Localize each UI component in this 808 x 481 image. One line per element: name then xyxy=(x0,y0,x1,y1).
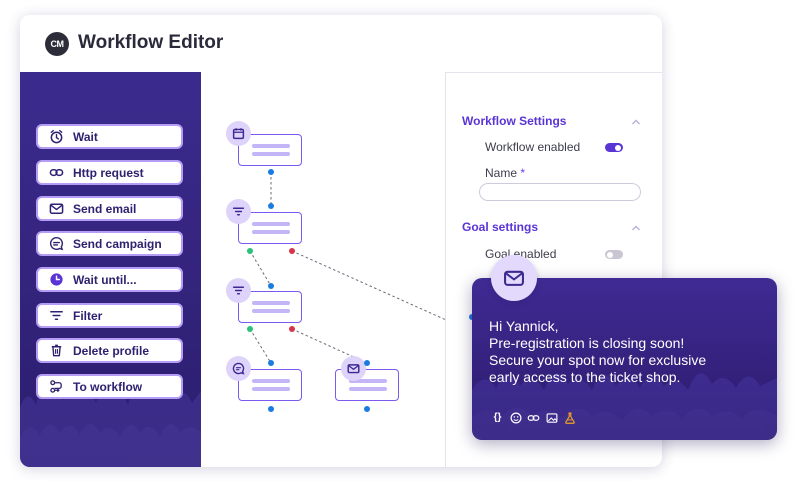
envelope-icon xyxy=(491,255,537,301)
variables-icon[interactable]: {} xyxy=(493,412,502,423)
name-label-text: Name xyxy=(485,166,518,180)
sidebar-item-delete-profile[interactable]: Delete profile xyxy=(36,338,183,363)
message-preview-card: Hi Yannick, Pre-registration is closing … xyxy=(472,278,777,440)
message-body: Hi Yannick, Pre-registration is closing … xyxy=(489,318,769,386)
required-mark: * xyxy=(520,166,526,180)
workflow-editor-window: CM Workflow Editor Wait Http request xyxy=(20,15,662,467)
test-flask-icon[interactable] xyxy=(563,411,576,424)
sidebar-item-label: Send email xyxy=(73,201,137,216)
message-line: Pre-registration is closing soon! xyxy=(489,335,685,351)
workflow-settings-title: Workflow Settings xyxy=(462,114,567,128)
link-icon[interactable] xyxy=(527,411,540,424)
name-field-label: Name * xyxy=(485,166,525,180)
chat-bubble-icon xyxy=(226,356,251,381)
sidebar-item-to-workflow[interactable]: To workflow xyxy=(36,374,183,399)
alarm-clock-icon xyxy=(48,129,64,145)
workflow-enabled-toggle[interactable] xyxy=(605,143,623,152)
sidebar-item-label: Send campaign xyxy=(73,236,162,251)
filter-icon xyxy=(48,308,64,324)
calendar-icon xyxy=(226,121,251,146)
clock-icon xyxy=(48,272,64,288)
chevron-up-icon[interactable] xyxy=(631,117,641,127)
workflow-canvas[interactable] xyxy=(201,72,446,467)
message-line: early access to the ticket shop. xyxy=(489,369,681,385)
emoji-icon[interactable] xyxy=(509,411,522,424)
crowd-background-image xyxy=(20,342,201,467)
trash-icon xyxy=(48,343,64,359)
sidebar-item-filter[interactable]: Filter xyxy=(36,303,183,328)
image-icon[interactable] xyxy=(545,411,558,424)
title-bar: CM Workflow Editor xyxy=(20,15,662,73)
message-line: Hi Yannick, xyxy=(489,318,559,334)
sidebar-item-label: Delete profile xyxy=(73,343,150,358)
message-line: Secure your spot now for exclusive xyxy=(489,352,707,368)
sidebar-item-label: To workflow xyxy=(73,379,143,394)
sidebar-item-send-campaign[interactable]: Send campaign xyxy=(36,231,183,256)
settings-panel: Workflow Settings Workflow enabled Name … xyxy=(446,72,662,467)
connector-lines xyxy=(249,172,446,364)
envelope-icon xyxy=(341,356,366,381)
sidebar-item-label: Wait until... xyxy=(73,272,137,287)
sidebar-item-label: Http request xyxy=(73,165,144,180)
crowd-background-image xyxy=(472,373,777,440)
sidebar-item-label: Wait xyxy=(73,129,98,144)
workflow-icon xyxy=(48,379,64,395)
sidebar-item-send-email[interactable]: Send email xyxy=(36,196,183,221)
connector-dots xyxy=(247,169,370,412)
message-toolbar: {} xyxy=(491,411,576,424)
goal-settings-title: Goal settings xyxy=(462,220,539,234)
sidebar-item-wait[interactable]: Wait xyxy=(36,124,183,149)
link-icon xyxy=(48,165,64,181)
page-title: Workflow Editor xyxy=(78,32,224,53)
panel-divider xyxy=(445,72,446,467)
chat-bubble-icon xyxy=(48,236,64,252)
chevron-up-icon[interactable] xyxy=(631,223,641,233)
cm-logo: CM xyxy=(45,32,69,56)
filter-icon xyxy=(226,278,251,303)
envelope-icon xyxy=(48,201,64,217)
name-field[interactable] xyxy=(479,183,641,201)
sidebar-item-wait-until[interactable]: Wait until... xyxy=(36,267,183,292)
sidebar-item-label: Filter xyxy=(73,308,103,323)
workflow-enabled-label: Workflow enabled xyxy=(485,140,581,154)
goal-enabled-toggle[interactable] xyxy=(605,250,623,259)
sidebar: Wait Http request Send email Send campai… xyxy=(20,72,201,467)
sidebar-item-http-request[interactable]: Http request xyxy=(36,160,183,185)
filter-icon xyxy=(226,199,251,224)
